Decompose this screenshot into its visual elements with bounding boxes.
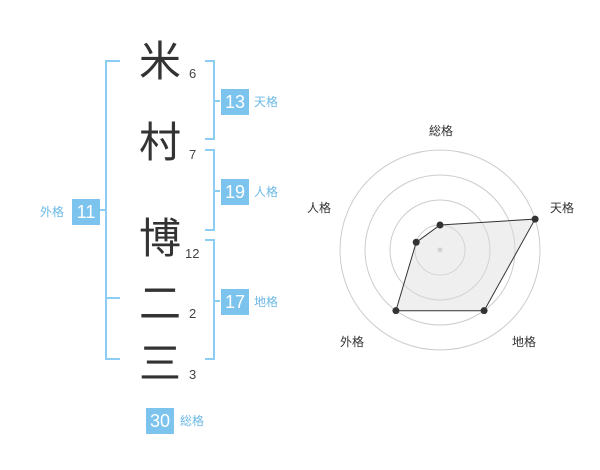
radar-point (531, 215, 539, 223)
name-char-4: 二 (139, 279, 182, 328)
stroke-count-5: 3 (189, 367, 197, 382)
soukaku-label: 総格 (180, 414, 205, 428)
tenkaku-label: 天格 (254, 95, 279, 109)
chikaku-badge: 17 (221, 289, 249, 315)
gaikaku-label: 外格 (40, 205, 65, 219)
radar-grid-ring (364, 174, 516, 326)
stroke-count-3: 12 (185, 246, 200, 261)
jinkaku-bracket-tick (214, 190, 220, 192)
gaikaku-bracket-divider (105, 297, 120, 299)
chikaku-label: 地格 (254, 295, 279, 309)
tenkaku-bracket-tick (214, 100, 220, 102)
chikaku-bracket (205, 239, 215, 360)
name-char-3: 博 (139, 214, 182, 263)
radar-area (395, 218, 536, 312)
stroke-count-2: 7 (189, 147, 197, 162)
radar-point (412, 238, 420, 246)
radar-axis-label-gaikaku: 外格 (340, 334, 364, 349)
jinkaku-badge: 19 (221, 179, 249, 205)
radar-point (392, 307, 400, 315)
stroke-count-1: 6 (189, 66, 197, 81)
jinkaku-label: 人格 (254, 185, 279, 199)
radar-axis-label-tenkaku: 天格 (550, 200, 574, 215)
radar-axis-label-soukaku: 総格 (429, 123, 453, 138)
gaikaku-badge: 11 (72, 199, 100, 225)
name-char-2: 村 (139, 118, 182, 167)
radar-grid-ring (389, 199, 491, 301)
radar-axis-label-chikaku: 地格 (512, 334, 536, 349)
name-char-1: 米 (139, 37, 182, 86)
gaikaku-bracket-tick (100, 209, 106, 211)
radar-center-dot (437, 247, 443, 253)
tenkaku-badge: 13 (221, 89, 249, 115)
soukaku-badge: 30 (146, 408, 174, 434)
radar-axis-label-jinkaku: 人格 (307, 200, 331, 215)
radar-point (436, 221, 444, 229)
radar-points (392, 215, 539, 315)
radar-grid-ring (339, 149, 541, 351)
chikaku-bracket-tick (214, 300, 220, 302)
radar-point (480, 307, 488, 315)
stroke-count-4: 2 (189, 306, 197, 321)
gaikaku-bracket (105, 60, 120, 360)
name-char-5: 三 (139, 339, 182, 388)
